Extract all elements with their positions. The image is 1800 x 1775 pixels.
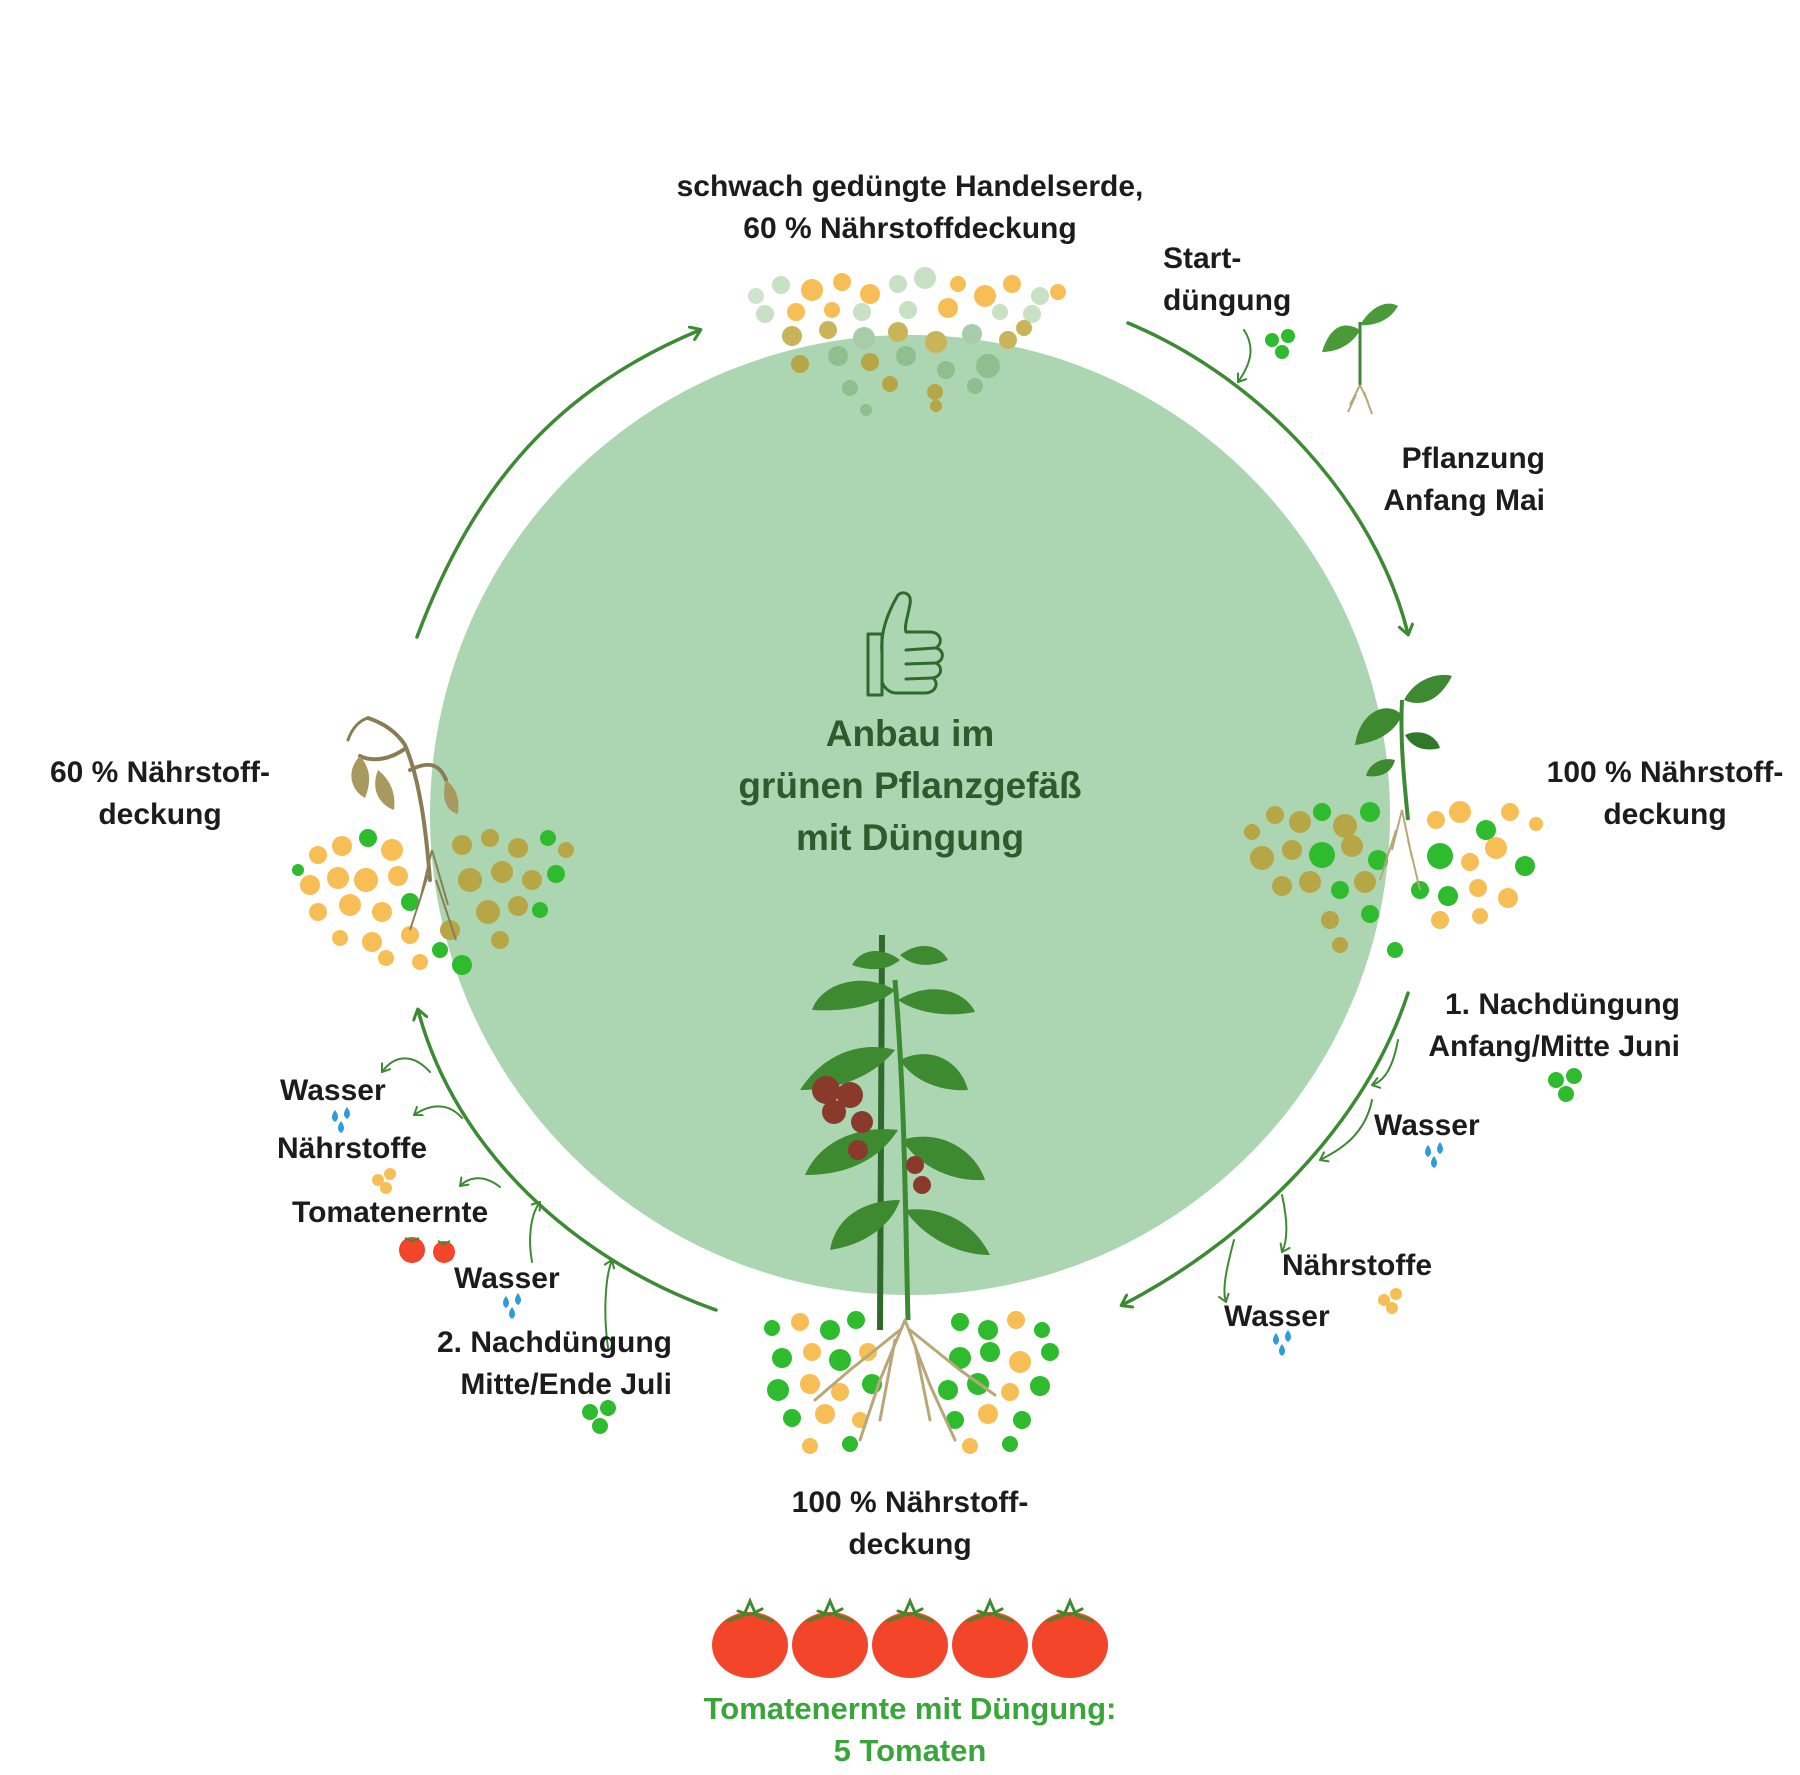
fertilizer-pellets-icon	[1548, 1068, 1582, 1102]
harvest-result-line1: Tomatenernte mit Düngung:	[703, 1691, 1117, 1726]
cycle-circle	[430, 335, 1390, 1295]
center-title-line3: mit Düngung	[795, 817, 1025, 858]
cycle-arrows	[417, 321, 1408, 1312]
fertilizer-pellets-icon	[1265, 329, 1295, 359]
first-refertilization-line1: 1. Nachdüngung	[1445, 988, 1680, 1021]
left-soil-dots	[292, 829, 574, 975]
center-title: Anbau im grünen Pflanzgefäß mit Düngung	[650, 708, 1170, 864]
wilted-plant-icon	[346, 716, 448, 882]
right-coverage-line2: deckung	[1603, 798, 1727, 831]
first-refertilization-line2: Anfang/Mitte Juni	[1428, 1030, 1680, 1063]
harvest-result-line2: 5 Tomaten	[833, 1733, 987, 1768]
tomato-icon	[792, 1597, 868, 1678]
bottom-coverage-line1: 100 % Nährstoff-	[791, 1486, 1029, 1519]
nutrient-icon	[1378, 1288, 1402, 1314]
second-refertilization-label: 2. Nachdüngung Mitte/Ende Juli	[360, 1322, 672, 1406]
center-title-line1: Anbau im	[825, 713, 995, 754]
tomato-icon	[399, 1237, 455, 1263]
tomato-icon	[1032, 1597, 1108, 1678]
start-fertilization-label: Start- düngung	[1163, 238, 1291, 322]
top-soil-dots	[748, 267, 1066, 416]
fertilizer-pellets-icon	[582, 1400, 616, 1434]
water-drops-icon	[1425, 1142, 1443, 1168]
seedling-icon	[1322, 303, 1398, 415]
top-soil-label: schwach gedüngte Handelserde, 60 % Nährs…	[600, 166, 1220, 250]
top-soil-label-line2: 60 % Nährstoffdeckung	[743, 212, 1077, 245]
wilted-leaves	[351, 756, 459, 814]
planting-line1: Pflanzung	[1401, 442, 1545, 475]
tomato-icon	[872, 1597, 948, 1678]
tomato-plant-icon	[1355, 674, 1452, 821]
left-coverage-label: 60 % Nährstoff- deckung	[40, 752, 280, 836]
water-drops-icon	[1273, 1330, 1291, 1356]
harvest-result-label: Tomatenernte mit Düngung: 5 Tomaten	[660, 1688, 1160, 1772]
left-water-label-lower: Wasser	[454, 1262, 560, 1295]
top-soil-label-line1: schwach gedüngte Handelserde,	[676, 170, 1144, 203]
left-coverage-line2: deckung	[98, 798, 222, 831]
bottom-coverage-line2: deckung	[848, 1528, 972, 1561]
water-drops-icon	[503, 1293, 521, 1319]
water-drops-icon	[332, 1107, 350, 1133]
left-water-label-upper: Wasser	[280, 1074, 386, 1107]
right-coverage-line1: 100 % Nährstoff-	[1546, 756, 1784, 789]
left-coverage-line1: 60 % Nährstoff-	[49, 756, 271, 789]
second-refertilization-line2: Mitte/Ende Juli	[460, 1368, 672, 1401]
tomato-plant-icon	[800, 934, 990, 1331]
left-nutrients-label: Nährstoffe	[277, 1132, 428, 1165]
start-fertilization-line1: Start-	[1163, 242, 1242, 275]
left-harvest-label: Tomatenernte	[292, 1196, 489, 1229]
nutrient-icon	[372, 1168, 396, 1194]
center-title-line2: grünen Pflanzgefäß	[738, 765, 1082, 806]
planting-label: Pflanzung Anfang Mai	[1300, 438, 1545, 522]
bottom-soil-dots	[764, 1311, 1059, 1454]
second-refertilization-line1: 2. Nachdüngung	[437, 1326, 672, 1359]
branch-arrows	[381, 329, 1399, 1349]
right-coverage-label: 100 % Nährstoff- deckung	[1540, 752, 1790, 836]
tomato-icon	[712, 1597, 788, 1678]
first-refertilization-label: 1. Nachdüngung Anfang/Mitte Juni	[1400, 984, 1680, 1068]
tomato-icon	[952, 1597, 1028, 1678]
thumbs-up-icon	[866, 591, 944, 697]
harvest-tomatoes	[712, 1597, 1108, 1678]
right-soil-dots	[1244, 801, 1543, 958]
bottom-coverage-label: 100 % Nährstoff- deckung	[760, 1482, 1060, 1566]
start-fertilization-line2: düngung	[1163, 284, 1292, 317]
planting-line2: Anfang Mai	[1383, 484, 1545, 517]
right-water-label-1: Wasser	[1374, 1109, 1480, 1142]
right-nutrients-label: Nährstoffe	[1282, 1249, 1433, 1282]
right-water-label-2: Wasser	[1224, 1300, 1330, 1333]
